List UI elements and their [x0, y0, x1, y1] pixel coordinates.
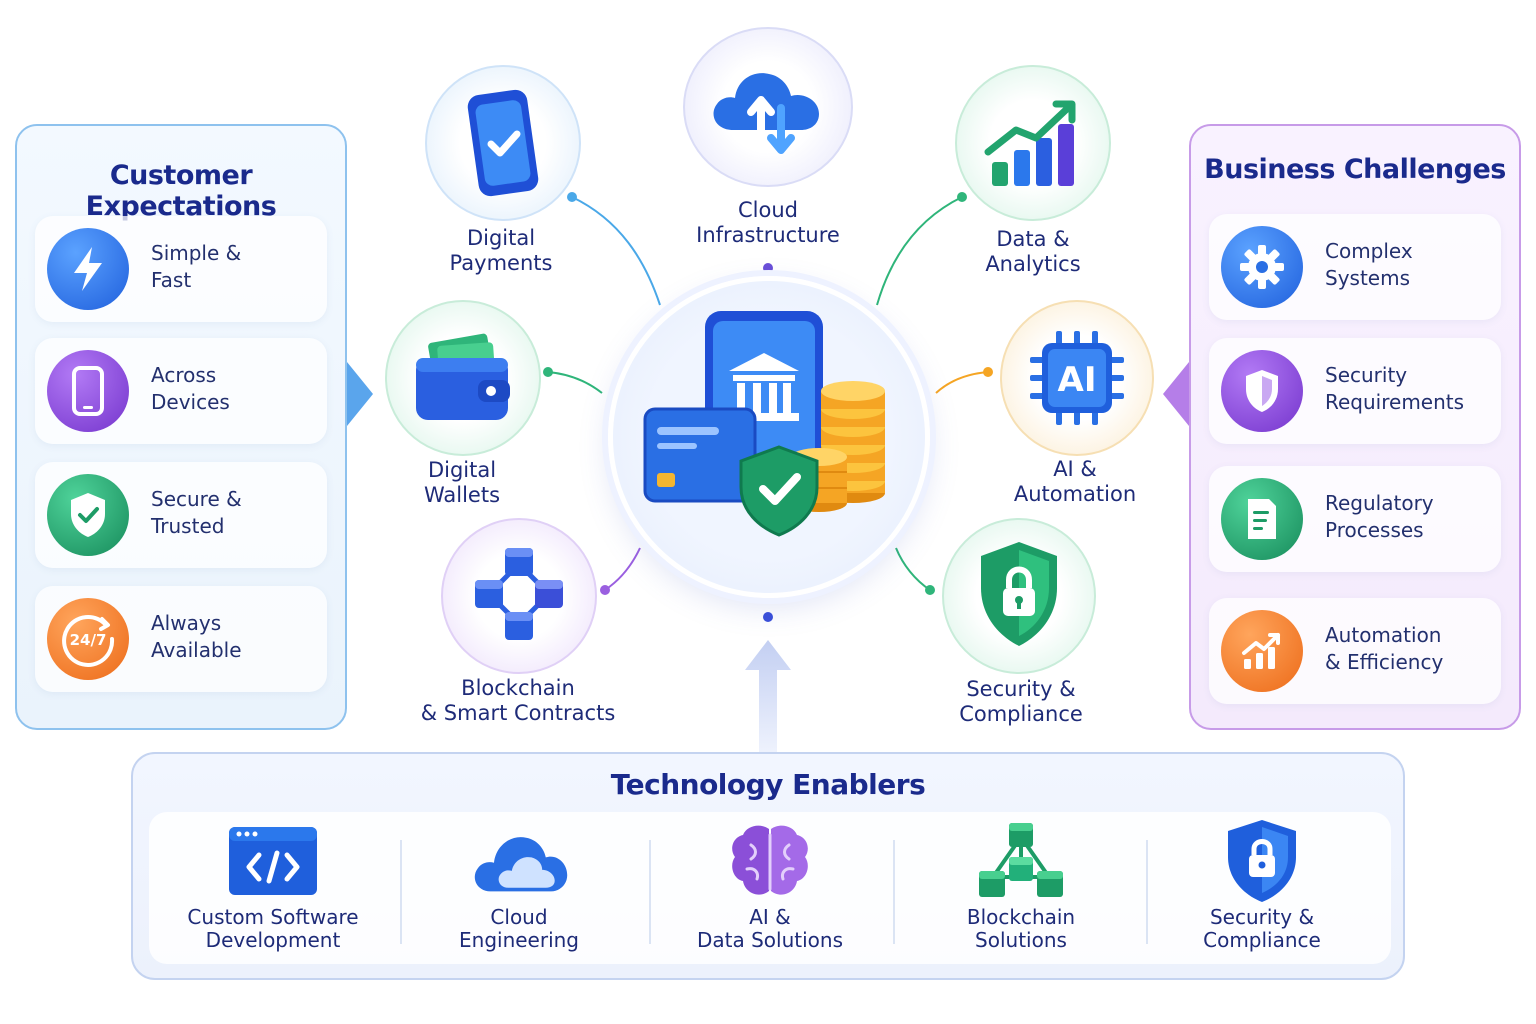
enabler-divider: [649, 840, 651, 944]
cloud-infrastructure-node: [683, 27, 853, 187]
cloud-upload-icon: [713, 73, 819, 154]
technology-enablers-title: Technology Enablers: [610, 768, 926, 801]
dot-hub-bottom: [763, 612, 773, 622]
technology-enablers-row: Custom Software Development Cloud Engine…: [149, 812, 1391, 964]
enabler-security-compliance: Security & Compliance: [1142, 812, 1382, 964]
security-compliance-node: [942, 518, 1096, 674]
enabler-label-cloud-engineering: Cloud Engineering: [459, 905, 579, 952]
business-challenges-panel: Business Challenges Complex Systems Secu…: [1189, 124, 1521, 730]
enabler-label-security-compliance: Security & Compliance: [1203, 905, 1321, 952]
enabler-custom-software: Custom Software Development: [153, 812, 393, 964]
enabler-cloud-engineering: Cloud Engineering: [399, 812, 639, 964]
enabler-label-blockchain: Blockchain Solutions: [966, 905, 1076, 952]
card-label-security-requirements: Security Requirements: [1325, 363, 1465, 414]
ai-automation-label: AI & Automation: [1013, 457, 1137, 506]
blockchain-cubes-icon: [971, 820, 1071, 902]
cloud-icon: [469, 820, 569, 902]
digital-payments-label: Digital Payments: [449, 226, 553, 275]
card-label-automation-efficiency: Automation & Efficiency: [1325, 623, 1444, 674]
card-across-devices: Across Devices: [35, 338, 327, 444]
dot-wallets: [543, 367, 553, 377]
card-label-secure-trusted: Secure & Trusted: [151, 487, 242, 538]
brain-icon: [720, 820, 820, 902]
dot-security: [925, 585, 935, 595]
dot-analytics: [957, 192, 967, 202]
digital-wallets-label: Digital Wallets: [423, 458, 501, 507]
blockchain-label: Blockchain & Smart Contracts: [420, 676, 616, 725]
ai-automation-node: AI: [1000, 300, 1154, 456]
dot-payments: [567, 192, 577, 202]
enabler-ai-data: AI & Data Solutions: [650, 812, 890, 964]
card-complex-systems: Complex Systems: [1209, 214, 1501, 320]
cloud-infrastructure-label: Cloud Infrastructure: [696, 198, 840, 247]
digital-payments-node: [425, 65, 581, 221]
connector-wallets: [547, 371, 603, 394]
customer-expectations-title: Customer Expectations: [85, 160, 277, 222]
enabler-divider: [1146, 840, 1148, 944]
smartphone-icon: [47, 350, 129, 432]
card-security-requirements: Security Requirements: [1209, 338, 1501, 444]
enabler-divider: [893, 840, 895, 944]
card-automation-efficiency: Automation & Efficiency: [1209, 598, 1501, 704]
card-regulatory-processes: Regulatory Processes: [1209, 466, 1501, 572]
svg-text:24/7: 24/7: [70, 631, 107, 649]
lightning-icon: [47, 228, 129, 310]
enabler-divider: [400, 840, 402, 944]
shield-icon: [1221, 350, 1303, 432]
ai-chip-text: AI: [1057, 360, 1097, 400]
data-analytics-node: [955, 65, 1111, 221]
enabler-label-ai-data: AI & Data Solutions: [696, 905, 843, 952]
clock-24-7-icon: 24/7: [47, 598, 129, 680]
center-hub: [608, 276, 930, 598]
dot-cloud: [763, 263, 773, 273]
data-analytics-label: Data & Analytics: [985, 227, 1081, 276]
card-label-simple-fast: Simple & Fast: [151, 241, 242, 292]
shield-check-icon: [47, 474, 129, 556]
phone-check-icon: [467, 89, 539, 197]
blockchain-node: [441, 518, 597, 674]
technology-enablers-panel: Technology Enablers Custom Software Deve…: [131, 752, 1405, 980]
up-arrow-icon: [745, 640, 791, 752]
connector-ai: [935, 371, 989, 394]
card-simple-fast: Simple & Fast: [35, 216, 327, 322]
shield-lock-icon: [1212, 820, 1312, 902]
dot-blockchain: [600, 585, 610, 595]
card-label-across-devices: Across Devices: [151, 363, 230, 414]
card-secure-trusted: Secure & Trusted: [35, 462, 327, 568]
security-compliance-label: Security & Compliance: [959, 677, 1083, 726]
enabler-blockchain: Blockchain Solutions: [901, 812, 1141, 964]
card-label-always-available: Always Available: [151, 611, 242, 662]
enabler-label-custom-software: Custom Software Development: [187, 905, 359, 952]
right-panel-arrow: [1163, 362, 1189, 426]
shield-lock-green-icon: [981, 542, 1057, 646]
document-icon: [1221, 478, 1303, 560]
code-window-icon: [223, 820, 323, 902]
blockchain-icon: [475, 548, 563, 640]
card-label-complex-systems: Complex Systems: [1325, 239, 1413, 290]
customer-expectations-panel: Customer Expectations Simple & Fast Acro…: [15, 124, 347, 730]
dot-ai: [983, 367, 993, 377]
business-challenges-title: Business Challenges: [1204, 154, 1506, 185]
digital-wallets-node: [385, 300, 541, 456]
wallet-icon: [416, 333, 510, 420]
gear-icon: [1221, 226, 1303, 308]
card-always-available: 24/7 Always Available: [35, 586, 327, 692]
growth-chart-icon: [1221, 610, 1303, 692]
left-panel-arrow: [347, 362, 373, 426]
banking-hub-icon: [643, 311, 885, 537]
ai-chip-icon: [1030, 331, 1124, 425]
card-label-regulatory-processes: Regulatory Processes: [1325, 491, 1434, 542]
bar-chart-growth-icon: [984, 100, 1076, 186]
